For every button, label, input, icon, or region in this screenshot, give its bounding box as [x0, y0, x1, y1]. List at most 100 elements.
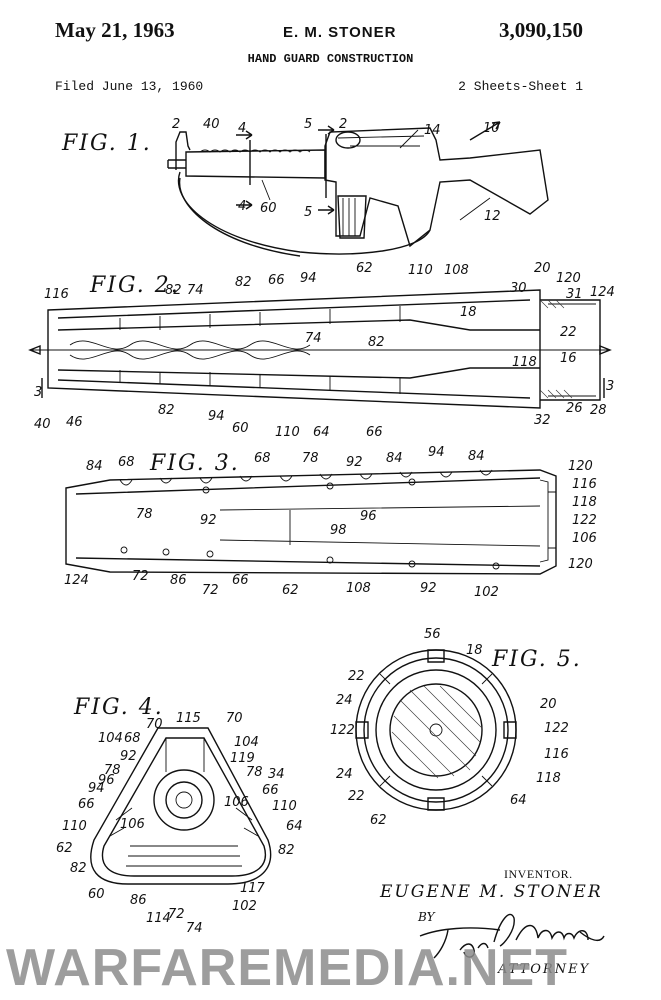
- fig1-label: 10: [483, 121, 500, 136]
- fig5-label: 24: [336, 693, 353, 708]
- fig5-label: 24: [336, 767, 353, 782]
- fig2-label: 94: [208, 409, 225, 424]
- fig2-label: 32: [534, 413, 551, 428]
- fig3-label: 96: [360, 509, 377, 524]
- by-label: BY: [418, 910, 435, 924]
- fig3-caption: FIG. 3.: [149, 451, 240, 476]
- fig4-label: 114: [146, 911, 171, 926]
- fig3-label: 78: [302, 451, 319, 466]
- fig3-label: 84: [468, 449, 485, 464]
- fig4-label: 94: [88, 781, 105, 796]
- fig3-label: 68: [118, 455, 135, 470]
- fig1-caption: FIG. 1.: [61, 131, 152, 156]
- figure-1-rifle: FIG. 1. 2 40 4 4 5 2 5 60 14 1: [61, 117, 549, 257]
- fig3-label: 66: [232, 573, 249, 588]
- fig2-label: 20: [534, 261, 551, 276]
- fig3-label: 92: [346, 455, 363, 470]
- figure-4-cross-section: FIG. 4. 70 115 70 104 68 104 92 119 78 7…: [56, 695, 303, 936]
- fig5-label: 22: [348, 669, 365, 684]
- fig1-label: 5: [304, 117, 312, 132]
- fig2-label: 120: [556, 271, 581, 286]
- fig2-label: 118: [512, 355, 537, 370]
- fig4-label: 34: [268, 767, 285, 782]
- fig2-label: 74: [305, 331, 322, 346]
- fig2-label: 64: [313, 425, 330, 440]
- filed-date: Filed June 13, 1960: [55, 79, 204, 94]
- fig4-label: 104: [234, 735, 259, 750]
- fig4-label: 102: [232, 899, 257, 914]
- fig5-label: 122: [330, 723, 355, 738]
- fig2-label: 82: [235, 275, 252, 290]
- fig3-label: 92: [420, 581, 437, 596]
- fig4-label: 115: [176, 711, 201, 726]
- fig4-label: 72: [168, 907, 185, 922]
- fig3-label: 118: [572, 495, 597, 510]
- fig4-label: 64: [286, 819, 303, 834]
- fig5-label: 118: [536, 771, 561, 786]
- fig3-label: 92: [200, 513, 217, 528]
- fig4-label: 62: [56, 841, 73, 856]
- fig5-caption: FIG. 5.: [491, 647, 582, 672]
- fig2-label: 30: [510, 281, 527, 296]
- fig3-label: 84: [86, 459, 103, 474]
- fig3-label: 84: [386, 451, 403, 466]
- fig3-label: 72: [202, 583, 219, 598]
- fig1-label: 4: [238, 121, 246, 136]
- patent-title: HAND GUARD CONSTRUCTION: [247, 52, 414, 66]
- fig3-label: 116: [572, 477, 597, 492]
- attorney-signature-handwriting: [419, 913, 605, 959]
- fig1-label: 40: [203, 117, 220, 132]
- fig4-label: 110: [272, 799, 297, 814]
- fig5-label: 122: [544, 721, 569, 736]
- fig2-label: 116: [44, 287, 69, 302]
- patent-number: 3,090,150: [499, 18, 583, 42]
- fig2-label: 26: [566, 401, 583, 416]
- fig4-label: 82: [278, 843, 295, 858]
- fig3-label: 106: [572, 531, 597, 546]
- fig2-label: 108: [444, 263, 469, 278]
- fig3-label: 62: [282, 583, 299, 598]
- fig2-label: 22: [560, 325, 577, 340]
- fig2-label: 3: [606, 379, 614, 394]
- fig4-label: 74: [186, 921, 203, 936]
- attorney-label: ATTORNEY: [498, 962, 591, 977]
- fig2-label: 40: [34, 417, 51, 432]
- fig2-label: 46: [66, 415, 83, 430]
- fig5-label: 18: [466, 643, 483, 658]
- fig3-label: 68: [254, 451, 271, 466]
- fig1-label: 14: [424, 123, 441, 138]
- fig1-label: 4: [238, 199, 246, 214]
- fig2-label: 31: [566, 287, 583, 302]
- figure-5-end-section: FIG. 5. 56 18 22 24 20 122 122 116 24 11…: [330, 627, 582, 828]
- fig2-label: 82: [165, 283, 182, 298]
- fig3-label: 78: [136, 507, 153, 522]
- sheet-count: 2 Sheets-Sheet 1: [458, 79, 583, 94]
- fig2-label: 66: [366, 425, 383, 440]
- fig2-label: 82: [368, 335, 385, 350]
- fig4-label: 60: [88, 887, 105, 902]
- fig1-label: 2: [172, 117, 180, 132]
- fig5-label: 22: [348, 789, 365, 804]
- fig3-label: 102: [474, 585, 499, 600]
- fig2-label: 66: [268, 273, 285, 288]
- fig3-label: 108: [346, 581, 371, 596]
- fig2-label: 124: [590, 285, 615, 300]
- fig4-label: 119: [230, 751, 255, 766]
- fig1-label: 60: [260, 201, 277, 216]
- fig2-label: 16: [560, 351, 577, 366]
- fig1-label: 5: [304, 205, 312, 220]
- fig2-label: 82: [158, 403, 175, 418]
- watermark: WARFAREMEDIA.NET: [6, 939, 568, 997]
- fig3-label: 94: [428, 445, 445, 460]
- fig2-label: 94: [300, 271, 317, 286]
- fig4-label: 117: [240, 881, 266, 896]
- figure-3-half-shell: FIG. 3. 84 68 68 78 92 84 94 84 120 116 …: [64, 445, 597, 600]
- fig5-label: 116: [544, 747, 569, 762]
- fig3-label: 98: [330, 523, 347, 538]
- fig4-label: 66: [262, 783, 279, 798]
- fig4-label: 78: [246, 765, 263, 780]
- fig2-label: 60: [232, 421, 249, 436]
- inventor-header: E. M. STONER: [283, 24, 397, 41]
- fig5-label: 62: [370, 813, 387, 828]
